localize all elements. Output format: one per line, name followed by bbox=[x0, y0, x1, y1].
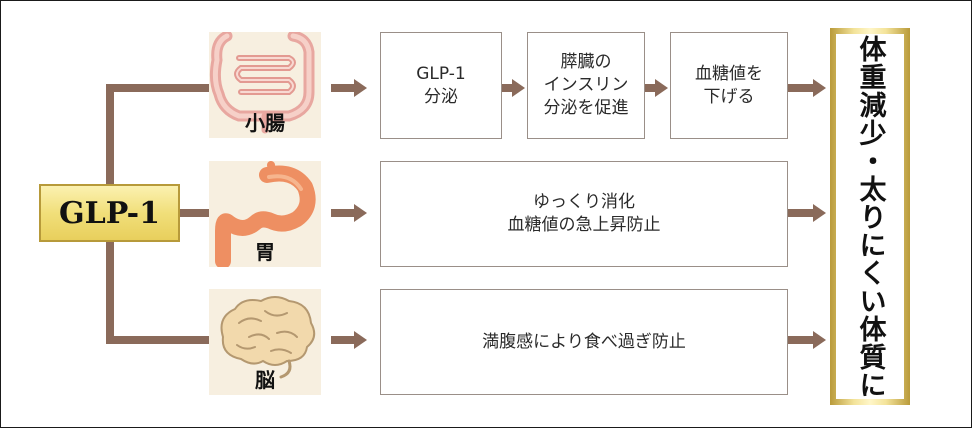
glp1-source-label: GLP-1 bbox=[59, 195, 160, 231]
organ-label-stomach: 胃 bbox=[255, 240, 275, 264]
connector-to-stomach bbox=[180, 209, 209, 217]
arrow-head-intestine-to-secretion bbox=[354, 79, 367, 97]
step-lower-blood-glucose: 血糖値を 下げる bbox=[670, 32, 788, 139]
arrow-head-stomach-to-effect bbox=[354, 204, 367, 222]
result-frame: 体重減少・太りにくい体質に bbox=[830, 28, 910, 405]
arrow-head-row1-to-result bbox=[813, 79, 826, 97]
organ-stomach: 胃 bbox=[209, 161, 321, 267]
step-glp1-secretion-label: GLP-1 分泌 bbox=[416, 63, 466, 107]
arrow-shaft-intestine-to-secretion bbox=[331, 84, 355, 92]
result-box: 体重減少・太りにくい体質に bbox=[836, 34, 904, 399]
arrow-shaft-row1-to-result bbox=[788, 84, 814, 92]
arrow-head-insulin-to-glucose bbox=[655, 79, 668, 97]
result-label: 体重減少・太りにくい体質に bbox=[854, 34, 886, 399]
arrow-shaft-insulin-to-glucose bbox=[645, 84, 656, 92]
arrow-shaft-row3-to-result bbox=[788, 336, 814, 344]
arrow-head-brain-to-effect bbox=[354, 331, 367, 349]
brain-effect-label: 満腹感により食べ過ぎ防止 bbox=[482, 331, 686, 352]
stomach-effect-box: ゆっくり消化 血糖値の急上昇防止 bbox=[380, 161, 788, 267]
connector-to-brain bbox=[106, 336, 209, 344]
step-insulin-secretion: 膵臓の インスリン 分泌を促進 bbox=[527, 32, 645, 139]
arrow-shaft-brain-to-effect bbox=[331, 336, 355, 344]
step-lower-blood-glucose-label: 血糖値を 下げる bbox=[695, 63, 763, 107]
brain-icon bbox=[220, 296, 316, 379]
stomach-effect-label: ゆっくり消化 血糖値の急上昇防止 bbox=[507, 192, 661, 235]
arrow-shaft-row2-to-result bbox=[788, 209, 814, 217]
brain-effect-box: 満腹感により食べ過ぎ防止 bbox=[380, 289, 788, 395]
organ-label-brain: 脳 bbox=[255, 368, 275, 392]
arrow-shaft-secretion-to-insulin bbox=[502, 84, 513, 92]
step-insulin-secretion-label: 膵臓の インスリン 分泌を促進 bbox=[543, 52, 629, 118]
arrow-head-secretion-to-insulin bbox=[512, 79, 525, 97]
arrow-head-row2-to-result bbox=[813, 204, 826, 222]
connector-to-intestine bbox=[106, 84, 209, 92]
step-glp1-secretion: GLP-1 分泌 bbox=[380, 32, 502, 139]
arrow-shaft-stomach-to-effect bbox=[331, 209, 355, 217]
organ-label-small-intestine: 小腸 bbox=[245, 111, 285, 135]
arrow-head-row3-to-result bbox=[813, 331, 826, 349]
stomach-icon bbox=[215, 161, 316, 267]
organ-small-intestine: 小腸 bbox=[209, 32, 321, 138]
organ-brain: 脳 bbox=[209, 289, 321, 395]
small-intestine-icon bbox=[209, 32, 315, 134]
glp1-source-box: GLP-1 bbox=[39, 184, 180, 242]
